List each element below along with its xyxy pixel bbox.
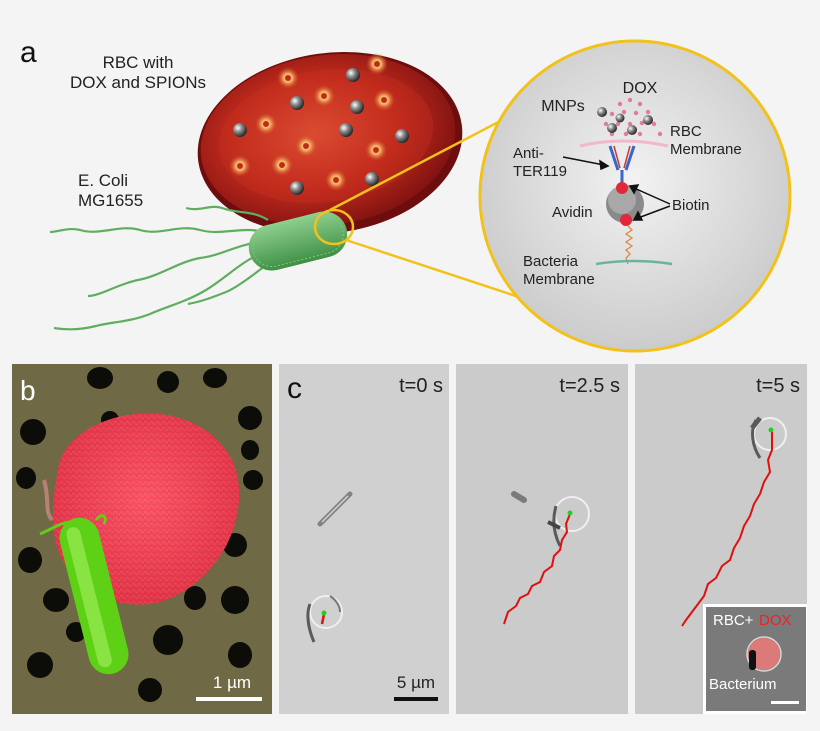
ecoli-body <box>248 211 348 271</box>
zoom-mnps-label: MNPs <box>541 98 585 115</box>
biotin-top <box>616 182 628 194</box>
inset-scale-bar <box>771 701 799 704</box>
zoom-bacteria-membrane-line1: Bacteria <box>523 253 579 270</box>
start-dot-t2-5 <box>567 510 573 516</box>
trajectory-t0 <box>320 613 326 625</box>
zoom-anti-line1: Anti- <box>513 145 544 162</box>
zoom-avidin-label: Avidin <box>552 204 593 221</box>
rbc-label-line2: DOX and SPIONs <box>70 73 206 92</box>
start-dot-t5 <box>768 427 774 433</box>
trajectory-t5 <box>681 430 773 627</box>
frame-t2-5-time: t=2.5 s <box>559 375 620 397</box>
ecoli-flagella <box>49 205 271 331</box>
panel-c-letter: c <box>287 372 302 405</box>
panel-a-letter: a <box>20 36 37 69</box>
sem-bacterium <box>39 514 129 675</box>
panel-a: a RBC with DOX and SPIONs <box>20 36 792 353</box>
zoom-bacteria-membrane-line2: Membrane <box>523 271 595 288</box>
avidin-icon <box>600 182 650 226</box>
ecoli-label-line2: MG1655 <box>78 191 143 210</box>
arrows <box>562 156 671 221</box>
antibody-icon <box>608 145 636 184</box>
zoom-dox-label: DOX <box>623 80 658 97</box>
panel-b-scale-label: 1 µm <box>213 673 251 692</box>
inset-label-bacterium: Bacterium <box>709 676 777 693</box>
spion-particles <box>233 68 409 195</box>
frame-t0-time: t=0 s <box>399 375 443 397</box>
inset-label-dox: DOX <box>759 612 792 629</box>
trajectory-t2-5 <box>503 513 571 625</box>
filter-pores <box>16 367 263 702</box>
bacteria-membrane-line <box>595 259 673 266</box>
panel-b-scale-bar <box>196 697 262 701</box>
zoom-anti-line2: TER119 <box>513 163 567 180</box>
rbc-illustration <box>197 51 463 235</box>
dox-particles <box>229 53 395 191</box>
frame-t2-5: t=2.5 s <box>456 364 628 714</box>
panel-c: t=0 s 5 µm c t=2.5 s t=5 s <box>279 364 807 714</box>
biotin-bottom <box>620 214 632 226</box>
zoom-rbc-membrane-line2: Membrane <box>670 141 742 158</box>
frame-t5-time: t=5 s <box>756 375 800 397</box>
linker-chain <box>624 225 634 265</box>
mnp-particles <box>597 107 653 135</box>
rbc-label-line1: RBC with <box>103 53 174 72</box>
frame-t5: t=5 s RBC+ DOX Bacterium <box>635 364 807 714</box>
panel-b: 1 µm b <box>12 364 272 714</box>
frame-t0: t=0 s 5 µm <box>279 364 449 714</box>
rbc-membrane-line <box>579 139 669 148</box>
panel-c-scale-bar <box>394 697 438 701</box>
inset-fluorescence: RBC+ DOX Bacterium <box>703 604 807 714</box>
panel-b-letter: b <box>20 375 36 406</box>
zoom-biotin-label: Biotin <box>672 197 710 214</box>
zoom-content: DOX MNPs RBC Membrane Anti- TER119 Avidi… <box>513 80 742 288</box>
panel-c-scale-label: 5 µm <box>397 673 435 692</box>
ecoli-label-line1: E. Coli <box>78 171 128 190</box>
start-dot-t0 <box>321 610 327 616</box>
inset-label-prefix: RBC+ <box>713 612 754 629</box>
zoom-rbc-membrane-line1: RBC <box>670 123 702 140</box>
